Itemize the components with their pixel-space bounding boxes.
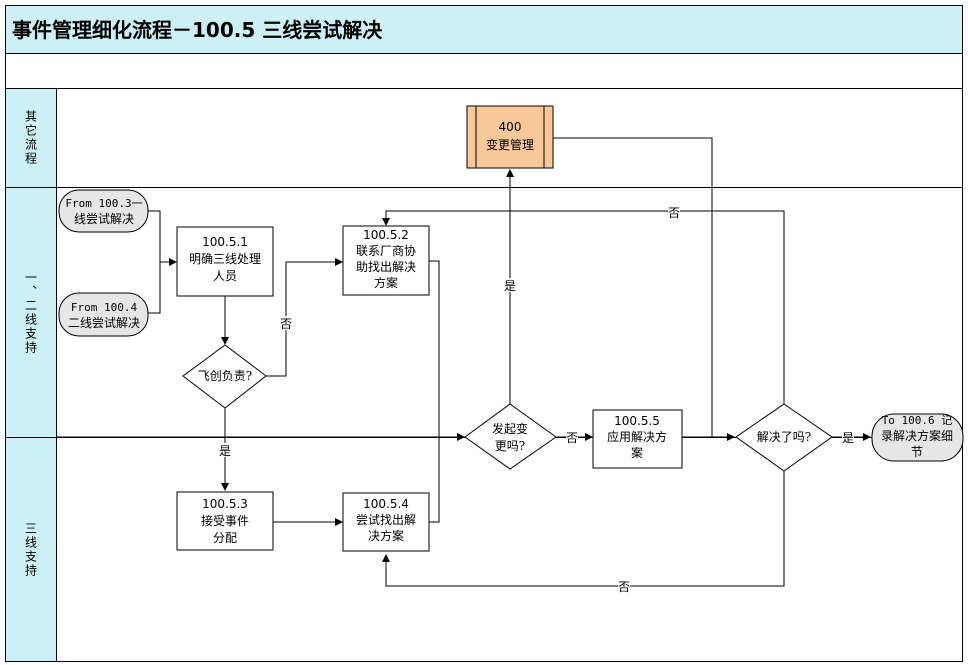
lane-first-second-text: 一、二线支持 [23,270,38,355]
edge-from1004-merge [148,262,161,314]
n1003-l2: 接受事件 [201,513,249,528]
n1004-l3: 决方案 [368,528,404,543]
label-yes-2: 是 [504,279,516,293]
edge-decision-no-to-1002 [266,258,343,377]
from1003-line2: 线尝试解决 [74,211,134,226]
to1006-l3: 节 [911,445,923,459]
node-from-1003: From 100.3一 线尝试解决 [58,189,149,233]
edge-400-to-solved [553,137,713,437]
label-no-4: 否 [618,580,630,594]
decision-solved-label: 解决了吗? [757,430,811,444]
edge-from1003-to-1001 [148,210,177,266]
n1004-l2: 尝试找出解 [356,512,416,527]
n1001-l2: 明确三线处理 [189,252,261,266]
decision-change: 发起变 更吗? [464,403,557,470]
n1003-l3: 分配 [213,531,237,545]
lane-label-first-second: 一、二线支持 [5,187,57,438]
edge-1002-down [429,260,440,437]
label-no-2: 否 [566,431,578,445]
to1006-l1: To 100.6 记 [882,414,953,427]
node-change-management: 400 变更管理 [466,105,554,169]
n1004-id: 100.5.4 [363,497,409,511]
n1002-l3: 助找出解决 [356,260,416,274]
node-1001: 100.5.1 明确三线处理 人员 [176,226,274,297]
label-yes-1: 是 [219,444,231,458]
n1005-l3: 案 [631,445,643,460]
node-1005: 100.5.5 应用解决方 案 [592,409,683,469]
label-no-1: 否 [280,317,292,331]
n1001-l3: 人员 [213,269,237,283]
lane-other-text: 其它流程 [23,110,38,166]
n1005-id: 100.5.5 [614,414,660,428]
label-no-3: 否 [668,206,680,220]
decision-change-l1: 发起变 [492,421,528,436]
decision-solved: 解决了吗? [735,403,833,472]
lane-label-third: 三线支持 [5,437,57,662]
from1003-line1: From 100.3一 [65,197,142,210]
from1004-line2: 二线尝试解决 [68,315,140,330]
edge-1004-to-change-decision [429,433,465,523]
decision-feichuang: 飞创负责? [182,344,267,409]
n1002-id: 100.5.2 [363,228,409,242]
edge-solved-no-to-1002 [382,210,785,404]
decision-change-l2: 更吗? [495,439,525,453]
node-1003: 100.5.3 接受事件 分配 [176,491,274,551]
from1004-line1: From 100.4 [71,301,138,314]
n1002-l4: 方案 [374,275,398,290]
lane-third-text: 三线支持 [23,521,38,578]
n1003-id: 100.5.3 [202,497,248,511]
lane-label-other: 其它流程 [5,88,57,188]
n1001-id: 100.5.1 [202,235,248,249]
page-title: 事件管理细化流程－100.5 三线尝试解决 [5,5,963,54]
label-yes-3: 是 [842,431,854,445]
node-to-1006: To 100.6 记 录解决方案细 节 [871,413,964,462]
n1002-l2: 联系厂商协 [356,243,416,258]
node-1002: 100.5.2 联系厂商协 助找出解决 方案 [342,225,430,296]
node-400-label: 变更管理 [486,137,534,152]
edge-solved-no-to-1004 [382,471,785,587]
node-1004: 100.5.4 尝试找出解 决方案 [342,492,430,552]
subtitle-bar [5,54,963,89]
to1006-l2: 录解决方案细 [881,428,953,443]
decision-feichuang-label: 飞创负责? [198,369,252,383]
node-from-1004: From 100.4 二线尝试解决 [58,292,149,337]
n1005-l2: 应用解决方 [607,429,667,444]
node-400-id: 400 [499,120,522,134]
